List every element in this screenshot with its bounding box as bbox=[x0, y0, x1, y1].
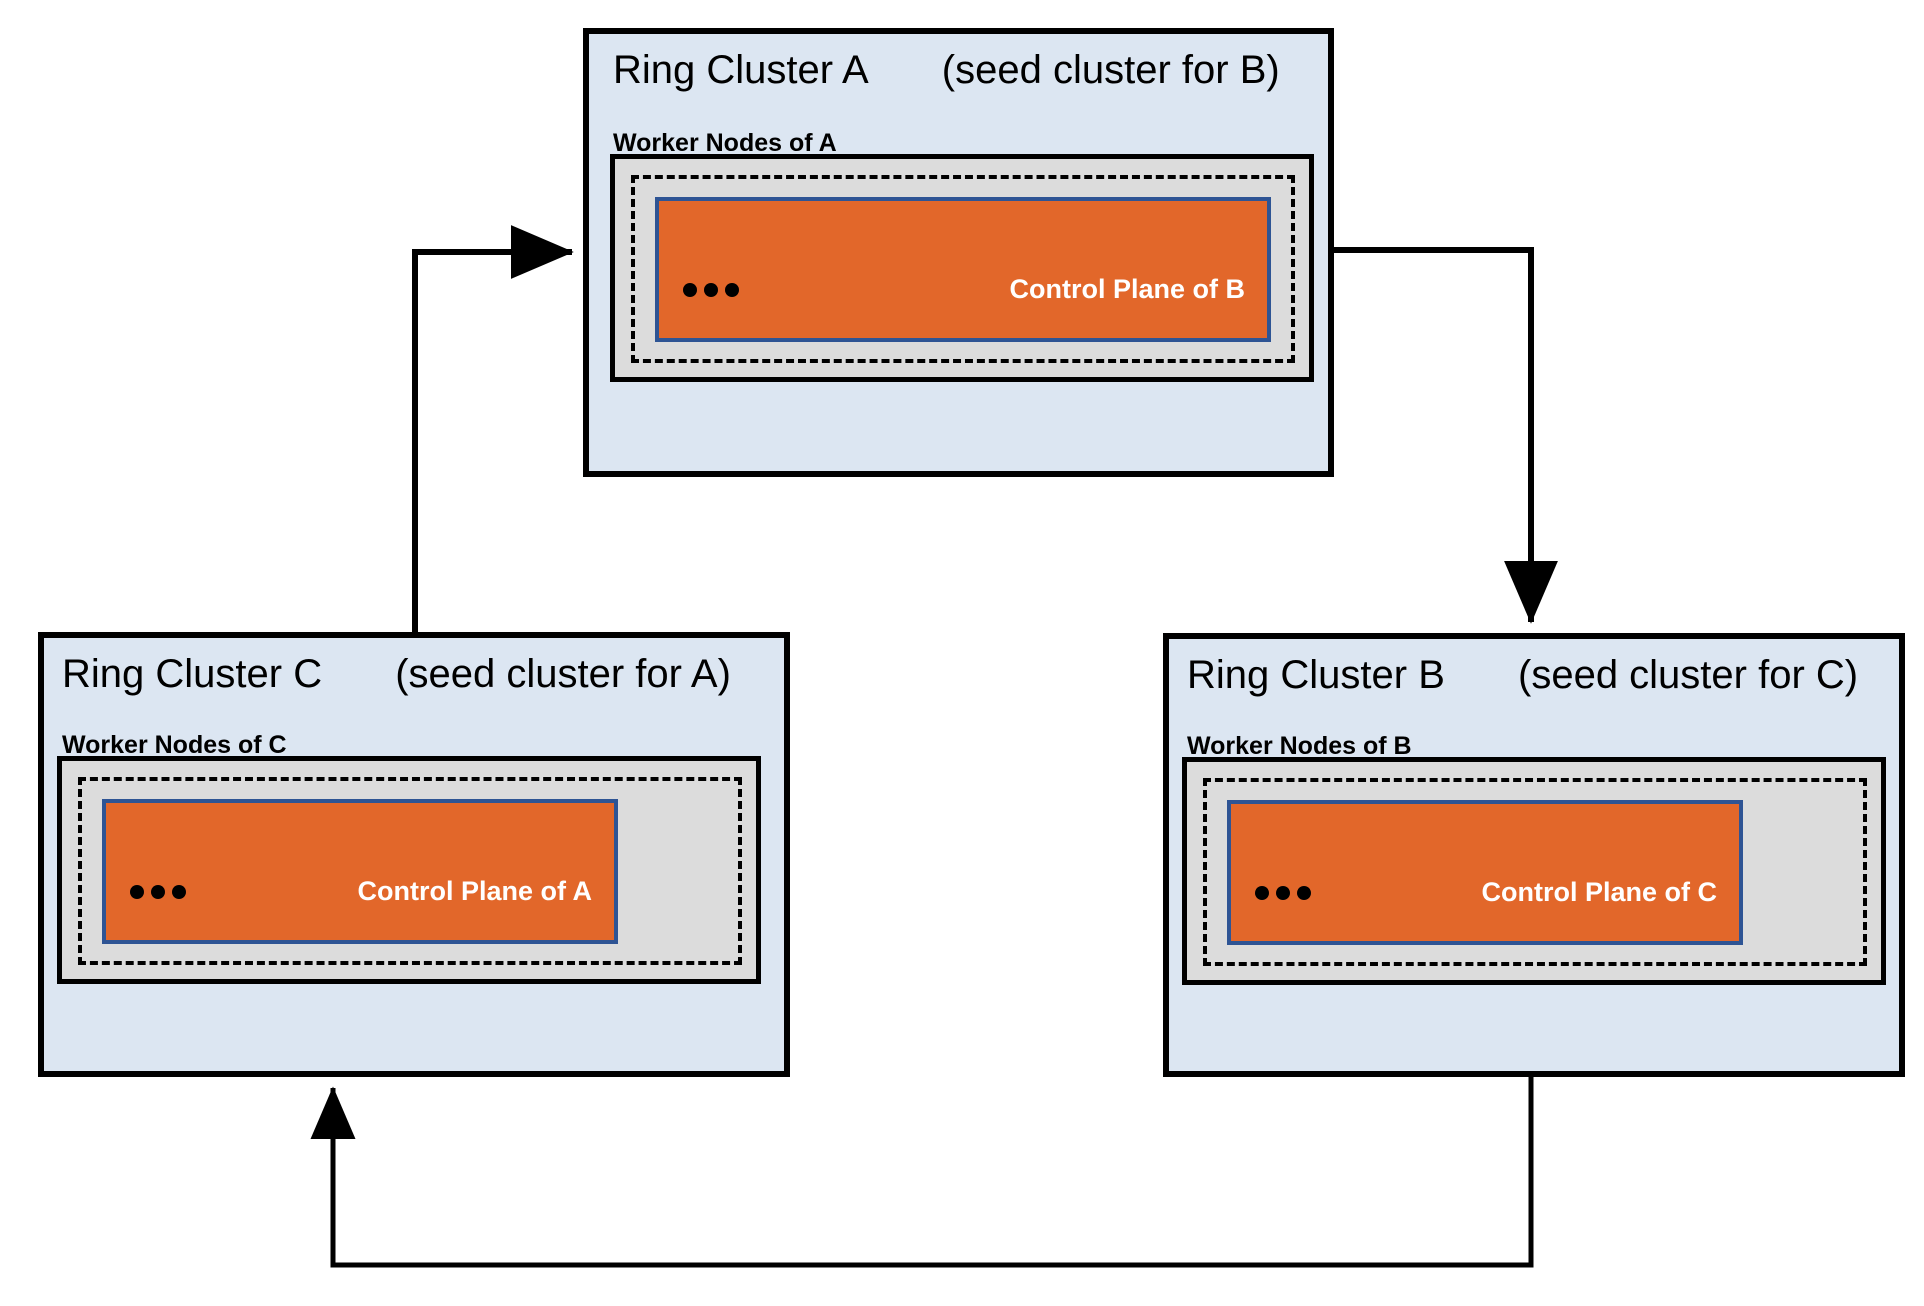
cluster-b-control-plane-label: Control Plane of C bbox=[1481, 877, 1718, 907]
cluster-a-worker-box[interactable]: Control Plane of B bbox=[610, 154, 1314, 382]
cluster-c-control-plane[interactable]: Control Plane of A bbox=[102, 799, 618, 944]
cluster-b-ellipsis-icon bbox=[1255, 886, 1311, 900]
cluster-b[interactable]: Ring Cluster B (seed cluster for C) Work… bbox=[1163, 633, 1905, 1077]
cluster-c-worker-box[interactable]: Control Plane of A bbox=[57, 756, 761, 984]
cluster-c-title-row: Ring Cluster C (seed cluster for A) bbox=[62, 652, 731, 697]
cluster-b-worker-box[interactable]: Control Plane of C bbox=[1182, 757, 1886, 985]
cluster-c-node-group-dashed bbox=[78, 777, 742, 965]
cluster-a-control-plane[interactable]: Control Plane of B bbox=[655, 197, 1271, 342]
cluster-b-worker-nodes-label: Worker Nodes of B bbox=[1187, 732, 1412, 760]
cluster-b-title-row: Ring Cluster B (seed cluster for C) bbox=[1187, 653, 1858, 698]
cluster-c-name: Ring Cluster C bbox=[62, 652, 323, 696]
cluster-a-ellipsis-icon bbox=[683, 283, 739, 297]
cluster-b-seed-note: (seed cluster for C) bbox=[1518, 653, 1859, 697]
arrow-a-to-b bbox=[1334, 247, 1558, 624]
arrow-c-to-a bbox=[412, 225, 574, 662]
cluster-a-title-row: Ring Cluster A (seed cluster for B) bbox=[613, 48, 1280, 93]
cluster-c-ellipsis-icon bbox=[130, 885, 186, 899]
cluster-c[interactable]: Ring Cluster C (seed cluster for A) Work… bbox=[38, 632, 790, 1077]
cluster-a-seed-note: (seed cluster for B) bbox=[941, 48, 1280, 92]
cluster-a-node-group-dashed bbox=[631, 175, 1295, 363]
cluster-c-control-plane-label: Control Plane of A bbox=[357, 876, 593, 906]
cluster-b-node-group-dashed bbox=[1203, 778, 1867, 966]
cluster-a[interactable]: Ring Cluster A (seed cluster for B) Work… bbox=[583, 28, 1334, 477]
arrow-b-to-c bbox=[310, 1077, 1534, 1268]
cluster-a-control-plane-label: Control Plane of B bbox=[1009, 274, 1246, 304]
cluster-c-worker-nodes-label: Worker Nodes of C bbox=[62, 731, 287, 759]
cluster-a-worker-nodes-label: Worker Nodes of A bbox=[613, 129, 837, 157]
cluster-a-name: Ring Cluster A bbox=[613, 48, 869, 92]
cluster-b-control-plane[interactable]: Control Plane of C bbox=[1227, 800, 1743, 945]
cluster-c-seed-note: (seed cluster for A) bbox=[395, 652, 731, 696]
cluster-b-name: Ring Cluster B bbox=[1187, 653, 1445, 697]
